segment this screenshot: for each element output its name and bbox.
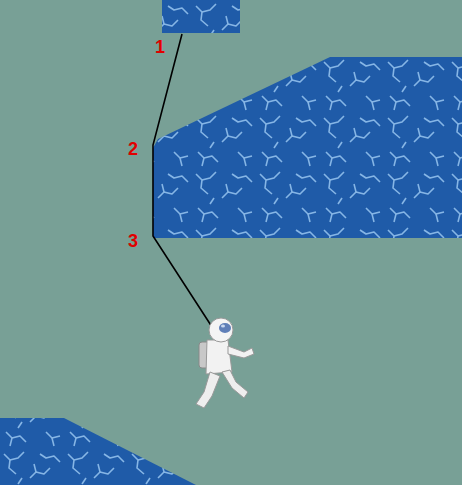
callout-number: 1: [155, 38, 165, 56]
rock-floor: [0, 418, 196, 485]
rock-ledge: [153, 57, 462, 238]
grapple-rope: [153, 34, 214, 330]
callout-number: 3: [128, 232, 138, 250]
callout-number: 2: [128, 140, 138, 158]
astronaut: [196, 318, 254, 408]
rock-block: [162, 0, 240, 33]
